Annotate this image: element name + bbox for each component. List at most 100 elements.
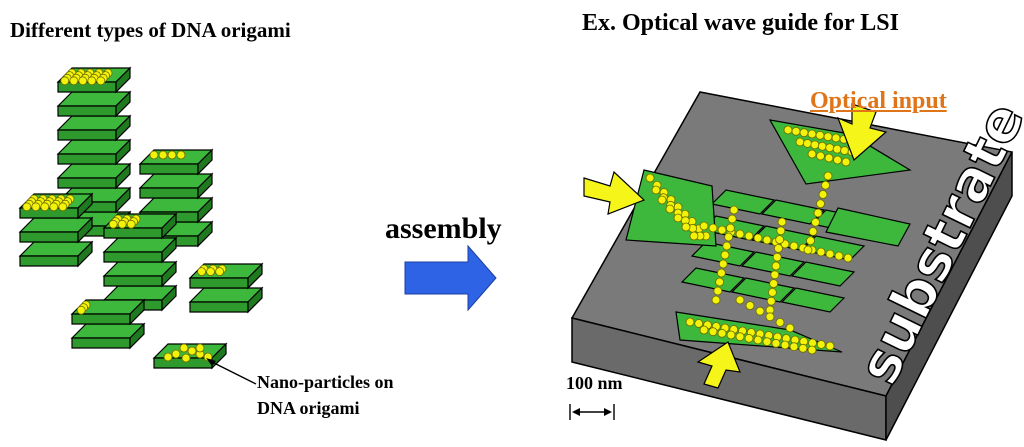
nanoparticle <box>711 295 721 305</box>
origami-tile <box>19 241 93 267</box>
origami-tile <box>19 217 93 243</box>
nanoparticle <box>770 270 780 280</box>
nanoparticle <box>685 317 695 327</box>
nanoparticle <box>60 76 70 86</box>
nanoparticle <box>798 343 808 353</box>
origami-stacks <box>19 67 263 369</box>
nanoparticle <box>783 125 793 135</box>
nanoparticle <box>713 286 723 296</box>
waveguide-tile <box>790 261 856 287</box>
nanoparticle <box>69 76 79 86</box>
nanoparticle <box>745 301 755 311</box>
nanoparticle <box>717 225 727 235</box>
nanoparticle <box>789 342 799 352</box>
nanoparticle <box>780 340 790 350</box>
waveguide-tile <box>780 287 846 313</box>
nanoparticle <box>96 76 106 86</box>
nanoparticle <box>181 353 191 363</box>
origami-tile <box>139 173 213 199</box>
right-title: Ex. Optical wave guide for LSI <box>582 10 899 36</box>
nanoparticle <box>816 247 826 257</box>
nanoparticle <box>816 340 826 349</box>
nanoparticle <box>108 219 118 229</box>
nanoparticle <box>762 235 772 245</box>
nanoparticle <box>795 137 805 147</box>
nanoparticle <box>715 277 724 287</box>
nanoparticle <box>31 202 41 212</box>
nanoparticle <box>735 229 745 239</box>
nanoparticle <box>785 323 795 333</box>
nanoparticle <box>840 146 849 155</box>
nanoparticle-pointer <box>206 358 257 385</box>
origami-tile <box>57 91 131 117</box>
nanoparticle <box>823 171 833 181</box>
nanoparticle <box>708 223 718 233</box>
nanoparticle <box>762 337 772 347</box>
nanoparticle <box>187 346 197 356</box>
optical-input-arrow-bottom <box>696 341 741 389</box>
nanoparticle <box>832 144 842 154</box>
nanoparticle <box>717 268 726 278</box>
nanoparticle <box>810 140 820 150</box>
nanoparticle <box>791 126 801 136</box>
nanoparticle <box>722 241 732 251</box>
origami-tile <box>189 287 263 313</box>
nanoparticle <box>76 305 86 315</box>
nanoparticle <box>789 241 799 251</box>
waveguide-structure <box>625 119 912 355</box>
nanoparticle <box>726 330 736 340</box>
nanoparticle <box>823 132 833 142</box>
nanoparticle <box>58 202 68 212</box>
nanoparticle <box>117 219 127 229</box>
nanoparticle <box>681 222 691 232</box>
nanoparticle <box>195 343 205 353</box>
nanoparticle <box>765 312 775 322</box>
nanoparticle <box>816 199 825 209</box>
nanoparticle <box>755 306 765 316</box>
nanoparticle <box>834 251 844 261</box>
nanoparticle <box>179 343 189 353</box>
nanoparticle <box>776 226 786 236</box>
nanoparticle <box>766 296 776 306</box>
nanoparticle <box>825 143 835 153</box>
nanoparticle <box>771 338 781 348</box>
nanoparticle <box>673 213 683 223</box>
nanoparticle <box>171 349 181 359</box>
nanoparticle <box>799 128 809 138</box>
nanoparticle <box>158 150 168 160</box>
nanoparticle <box>772 252 782 262</box>
nanoparticle <box>163 352 173 362</box>
nanoparticle <box>657 195 667 205</box>
nanoparticle <box>775 235 784 245</box>
nanoparticle <box>816 151 825 161</box>
nanoparticle <box>744 231 754 241</box>
nanoparticle <box>40 202 50 212</box>
nanoparticle <box>808 227 818 236</box>
origami-tile <box>57 163 131 189</box>
assembly-label: assembly <box>385 212 502 245</box>
nanoparticle <box>699 325 709 335</box>
nanoparticle <box>825 341 835 351</box>
nanoparticle <box>811 217 820 227</box>
waveguide-tile <box>710 189 776 215</box>
nanoparticle <box>818 190 828 199</box>
nanoparticle <box>807 129 817 139</box>
assembly-arrow <box>404 244 497 312</box>
nanoparticle-label-line2: DNA origami <box>257 398 360 418</box>
nanoparticle <box>206 267 216 277</box>
nanoparticle <box>694 319 704 328</box>
nanoparticle <box>735 332 745 342</box>
nanoparticle <box>769 279 778 289</box>
waveguide-tile <box>825 207 911 247</box>
nanoparticle-label-line1: Nano-particles on <box>257 372 394 392</box>
optical-input-label: Optical input <box>810 88 947 114</box>
nanoparticle <box>167 150 177 160</box>
nanoparticle <box>729 205 739 215</box>
nanoparticle <box>126 219 136 229</box>
nanoparticle <box>718 259 728 269</box>
nanoparticle <box>689 231 699 241</box>
origami-tile <box>103 261 177 287</box>
waveguide-tile <box>680 267 746 293</box>
scale-bar <box>569 404 615 420</box>
